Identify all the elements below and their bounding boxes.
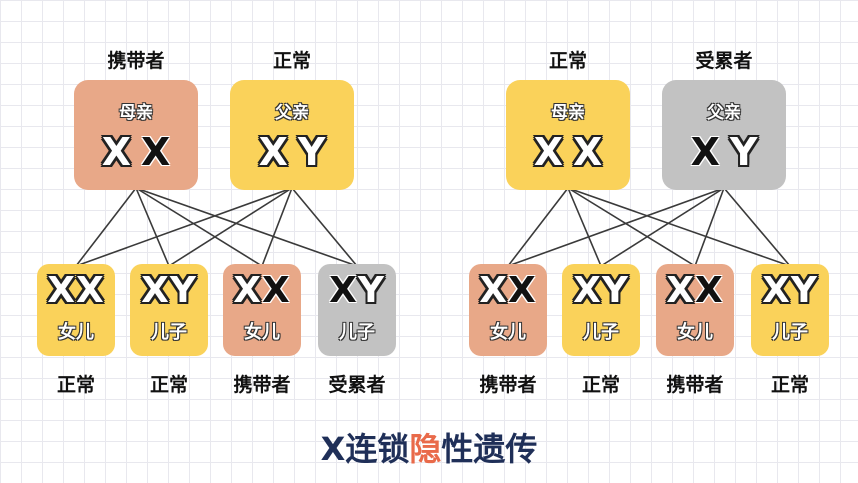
child-allele-y: Y bbox=[601, 270, 629, 311]
child-status-label: 携带者 bbox=[666, 374, 724, 396]
child-allele-y: Y bbox=[790, 270, 818, 311]
parent-allele-x-mutant: X bbox=[690, 130, 730, 174]
child-card: XX 女儿 bbox=[656, 264, 734, 356]
connector-line bbox=[567, 187, 791, 267]
child-status-label: 正常 bbox=[581, 374, 620, 396]
parent-status-label: 正常 bbox=[548, 50, 587, 72]
child-allele-x: X bbox=[141, 270, 170, 311]
connector-line bbox=[75, 187, 293, 267]
child-allele-x: X bbox=[573, 270, 602, 311]
parent-allele-x: X bbox=[101, 130, 141, 174]
child-allele-x: X bbox=[762, 270, 791, 311]
parent-genotype: XX bbox=[506, 130, 630, 174]
child-allele-y: Y bbox=[169, 270, 197, 311]
connector-line bbox=[507, 187, 569, 267]
child-genotype: XX bbox=[469, 270, 547, 311]
connector-line bbox=[567, 187, 696, 267]
parent-role-label: 母亲 bbox=[119, 103, 153, 123]
child-status-label: 正常 bbox=[149, 374, 188, 396]
child-status-label: 携带者 bbox=[233, 374, 291, 396]
child-status-label: 受累者 bbox=[328, 374, 386, 396]
connector-line bbox=[600, 187, 725, 267]
child-role-label: 儿子 bbox=[339, 322, 375, 343]
child-genotype: XY bbox=[562, 270, 640, 311]
child-allele-x-mutant: X bbox=[695, 270, 724, 311]
child-genotype: XX bbox=[223, 270, 301, 311]
connector-line bbox=[135, 187, 263, 267]
parent-genotype: XY bbox=[662, 130, 786, 174]
child-card: XY 儿子 bbox=[751, 264, 829, 356]
child-allele-x-mutant: X bbox=[329, 270, 358, 311]
father-card: 父亲 XY bbox=[662, 80, 786, 190]
title-part-2: 性遗传 bbox=[441, 430, 538, 468]
diagram-title: X连锁隐性遗传 bbox=[0, 424, 858, 470]
child-role-label: 女儿 bbox=[677, 322, 713, 343]
child-genotype: XY bbox=[318, 270, 396, 311]
child-status-label: 正常 bbox=[770, 374, 809, 396]
child-allele-x: X bbox=[233, 270, 262, 311]
child-role-label: 女儿 bbox=[58, 322, 94, 343]
child-role-label: 儿子 bbox=[583, 322, 619, 343]
parent-allele-y: Y bbox=[297, 130, 336, 174]
connector-line bbox=[168, 187, 293, 267]
connector-line bbox=[694, 187, 725, 267]
connector-line bbox=[75, 187, 137, 267]
child-role-label: 儿子 bbox=[772, 322, 808, 343]
child-role-label: 女儿 bbox=[244, 322, 280, 343]
child-status-label: 正常 bbox=[56, 374, 95, 396]
child-status-label: 携带者 bbox=[479, 374, 537, 396]
child-card: XX 女儿 bbox=[223, 264, 301, 356]
child-genotype: XX bbox=[37, 270, 115, 311]
parent-role-label: 父亲 bbox=[707, 103, 741, 123]
parent-genotype: XX bbox=[74, 130, 198, 174]
connector-line bbox=[135, 187, 358, 267]
mother-card: 母亲 XX bbox=[506, 80, 630, 190]
parent-status-label: 正常 bbox=[272, 50, 311, 72]
connector-line bbox=[291, 187, 358, 267]
child-card: XX 女儿 bbox=[37, 264, 115, 356]
title-highlight: 隐 bbox=[409, 430, 442, 468]
parent-role-label: 父亲 bbox=[275, 103, 309, 123]
child-allele-x: X bbox=[666, 270, 695, 311]
child-card: XY 儿子 bbox=[562, 264, 640, 356]
parent-status-label: 受累者 bbox=[695, 50, 753, 72]
child-allele-x: X bbox=[76, 270, 105, 311]
child-genotype: XX bbox=[656, 270, 734, 311]
child-role-label: 女儿 bbox=[490, 322, 526, 343]
child-card: XX 女儿 bbox=[469, 264, 547, 356]
father-card: 父亲 XY bbox=[230, 80, 354, 190]
parent-allele-x-mutant: X bbox=[141, 130, 181, 174]
parent-allele-x: X bbox=[533, 130, 573, 174]
child-allele-x-mutant: X bbox=[508, 270, 537, 311]
child-role-label: 儿子 bbox=[151, 322, 187, 343]
child-allele-x: X bbox=[479, 270, 508, 311]
child-genotype: XY bbox=[751, 270, 829, 311]
title-part-1: X连锁 bbox=[320, 430, 410, 468]
connector-line bbox=[135, 187, 170, 267]
parent-role-label: 母亲 bbox=[551, 103, 585, 123]
child-allele-y: Y bbox=[357, 270, 385, 311]
child-allele-x: X bbox=[47, 270, 76, 311]
parent-allele-x: X bbox=[258, 130, 298, 174]
child-card: XY 儿子 bbox=[130, 264, 208, 356]
parent-allele-y: Y bbox=[729, 130, 768, 174]
child-card: XY 儿子 bbox=[318, 264, 396, 356]
parent-status-label: 携带者 bbox=[107, 50, 165, 72]
child-allele-x-mutant: X bbox=[262, 270, 291, 311]
parent-genotype: XY bbox=[230, 130, 354, 174]
mother-card: 母亲 XX bbox=[74, 80, 198, 190]
connector-line bbox=[507, 187, 725, 267]
parent-allele-x: X bbox=[573, 130, 613, 174]
connector-line bbox=[261, 187, 293, 267]
connector-line bbox=[723, 187, 791, 267]
connector-line bbox=[567, 187, 602, 267]
child-genotype: XY bbox=[130, 270, 208, 311]
